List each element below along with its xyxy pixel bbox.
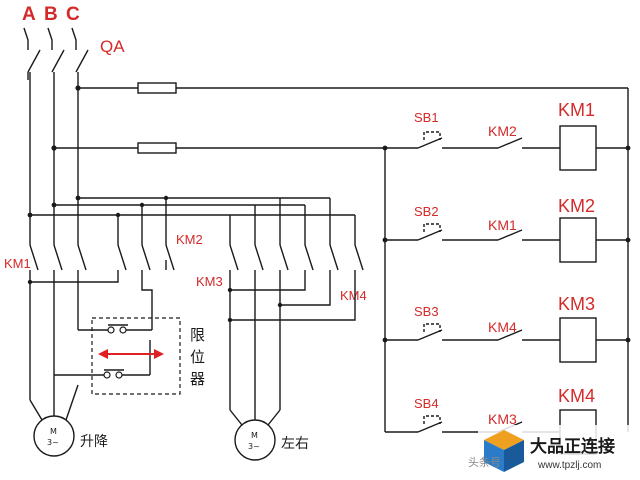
motor-1-label: 升降 <box>80 434 108 450</box>
limit-switch-box <box>91 317 181 395</box>
limit-label-1: 限 <box>190 326 205 344</box>
km3-km4-contacts <box>227 244 364 410</box>
fuse-2 <box>137 142 177 154</box>
main-supply <box>23 27 89 215</box>
motor-2-label: 左右 <box>281 436 309 452</box>
bus-lines <box>27 195 356 245</box>
label-sb4: SB4 <box>414 396 439 411</box>
label-interlock-km2: KM2 <box>488 123 517 139</box>
coil-km1 <box>559 125 597 171</box>
control-supply <box>51 82 629 432</box>
coil-km2 <box>559 217 597 263</box>
motor-1-symbol: M <box>50 427 57 436</box>
control-ladder <box>382 125 631 455</box>
motor-2-traverse <box>229 409 281 461</box>
label-sb3: SB3 <box>414 304 439 319</box>
watermark: 头条号 大品正连接 www.tpzlj.com <box>468 425 640 480</box>
limit-label-2: 位 <box>190 348 205 366</box>
label-interlock-km4: KM4 <box>488 319 517 335</box>
phase-label-c: C <box>66 4 80 25</box>
label-sb2: SB2 <box>414 204 439 219</box>
label-km4-main: KM4 <box>340 288 367 303</box>
limit-switch <box>54 317 181 395</box>
label-coil-km3: KM3 <box>558 294 595 314</box>
label-km1-main: KM1 <box>4 256 31 271</box>
breaker-label-qa: QA <box>100 37 125 56</box>
label-coil-km1: KM1 <box>558 100 595 120</box>
label-coil-km4: KM4 <box>558 386 595 406</box>
phase-label-a: A <box>22 4 36 25</box>
motor-2-symbol: M <box>251 431 258 440</box>
km1-km2-contacts <box>27 244 175 400</box>
coil-km3 <box>559 317 597 363</box>
watermark-brand: 大品正连接 <box>530 436 615 457</box>
label-km2-main: KM2 <box>176 232 203 247</box>
label-km3-main: KM3 <box>196 274 223 289</box>
label-coil-km2: KM2 <box>558 196 595 216</box>
label-interlock-km3: KM3 <box>488 411 517 427</box>
limit-label-3: 器 <box>190 370 205 388</box>
watermark-url: www.tpzlj.com <box>537 460 601 471</box>
label-interlock-km1: KM1 <box>488 217 517 233</box>
fuse-1 <box>137 82 177 94</box>
phase-label-b: B <box>44 4 58 25</box>
label-sb1: SB1 <box>414 110 439 125</box>
motor-1-sub: 3~ <box>47 438 59 447</box>
motor-1-lift <box>29 380 79 457</box>
motor-2-sub: 3~ <box>248 442 260 451</box>
watermark-prefix: 头条号 <box>468 455 501 469</box>
